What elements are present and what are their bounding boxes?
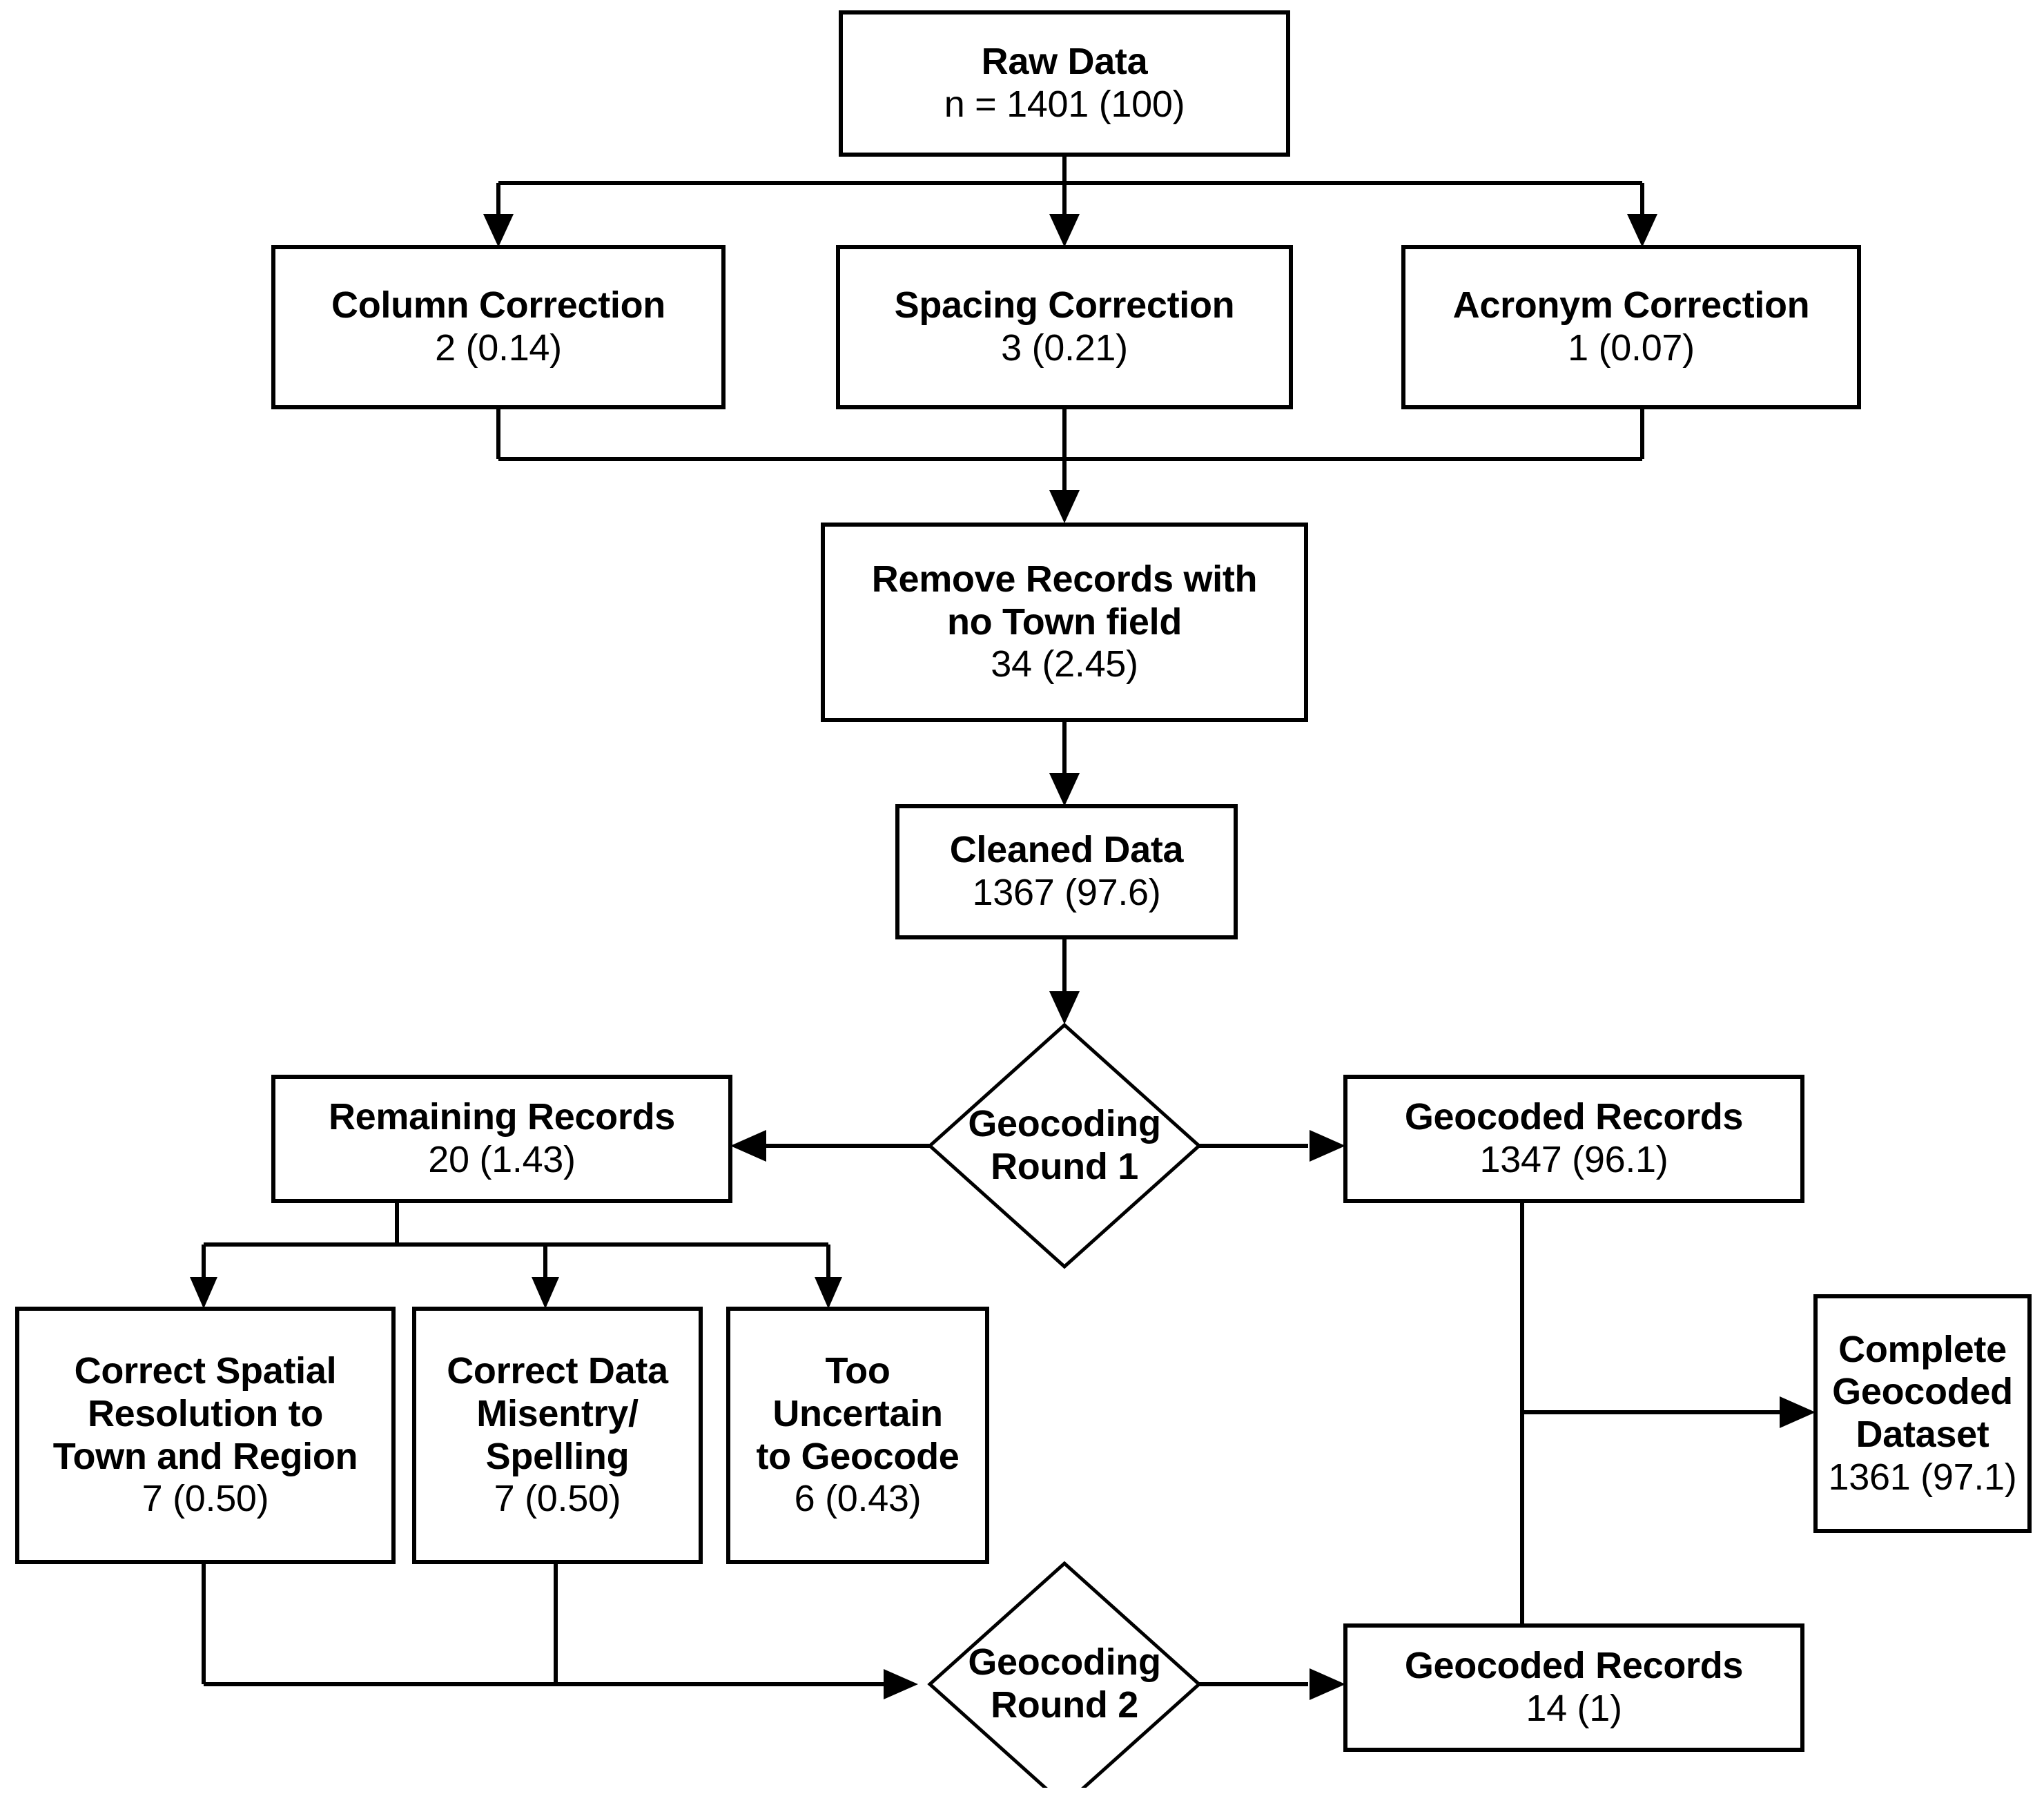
edge-corrections-to-remove-records (496, 407, 1644, 523)
node-complete-geocoded-dataset[interactable] (1813, 1294, 2032, 1533)
edge-geocoding-round-1-to-geocoded-records (1198, 1130, 1345, 1162)
edge-geocoding-round-1-to-remaining-records (730, 1130, 932, 1162)
edge-corrections-to-geocoding-round-2 (202, 1562, 918, 1699)
node-geocoded-records-2[interactable] (1343, 1623, 1804, 1752)
edge-geocoded-to-complete-dataset (1520, 1201, 1816, 1626)
edge-geocoding-round-2-to-geocoded-records-2 (1198, 1668, 1345, 1700)
edge-remaining-records-to-subboxes (190, 1201, 842, 1309)
node-acronym-correction[interactable] (1401, 245, 1861, 409)
node-geocoded-records-1[interactable] (1343, 1075, 1804, 1203)
node-raw-data[interactable] (839, 10, 1290, 157)
node-correct-data-misentry[interactable] (412, 1307, 703, 1564)
node-remaining-records[interactable] (271, 1075, 732, 1203)
edge-remove-records-to-cleaned-data (1049, 720, 1080, 806)
edge-cleaned-data-to-geocoding-round-1 (1049, 937, 1080, 1024)
node-geocoding-round-1[interactable] (927, 1022, 1202, 1269)
node-remove-records[interactable] (821, 523, 1308, 722)
node-spacing-correction[interactable] (836, 245, 1293, 409)
edge-raw-data-to-corrections (483, 155, 1657, 247)
node-cleaned-data[interactable] (895, 804, 1238, 939)
node-too-uncertain[interactable] (726, 1307, 989, 1564)
node-geocoding-round-2[interactable] (927, 1561, 1202, 1788)
node-correct-spatial-resolution[interactable] (15, 1307, 396, 1564)
node-column-correction[interactable] (271, 245, 726, 409)
